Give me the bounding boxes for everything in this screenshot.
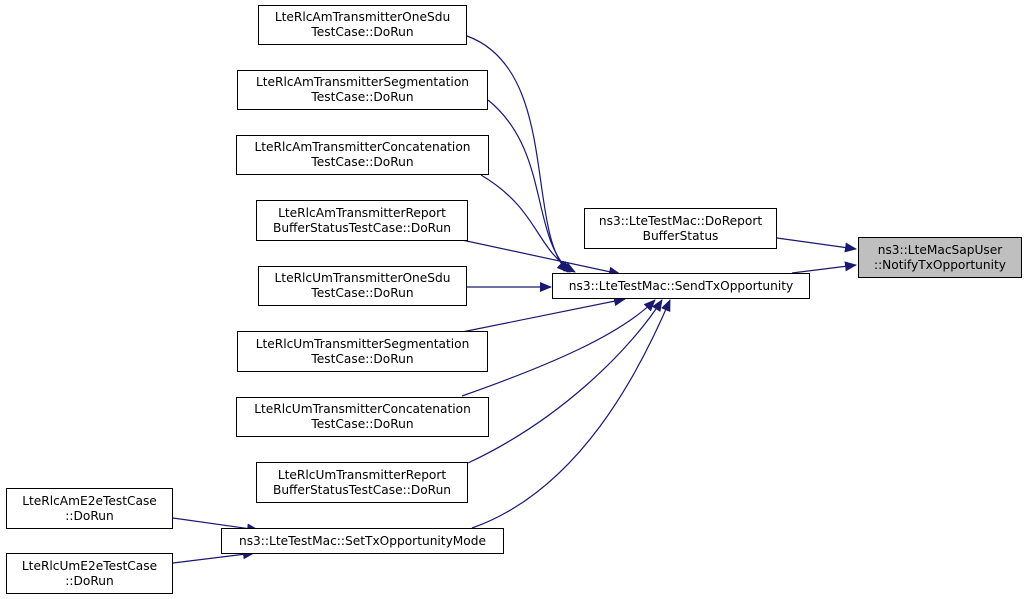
node-label-line2: TestCase::DoRun — [311, 90, 414, 104]
node-label-line1: ns3::LteTestMac::SetTxOpportunityMode — [238, 533, 486, 548]
node-do-report-buffer-status[interactable]: ns3::LteTestMac::DoReport BufferStatus — [584, 208, 777, 249]
node-label-line1: LteRlcAmE2eTestCase — [22, 493, 157, 508]
node-label-line2: TestCase::DoRun — [311, 351, 414, 366]
edge-send-tx-to-notify — [791, 261, 857, 274]
node-um-report[interactable]: LteRlcUmTransmitterReport BufferStatusTe… — [256, 462, 468, 503]
node-label-line2: BufferStatusTestCase::DoRun — [272, 220, 452, 235]
edge-am-concatenation-to-send-tx — [480, 174, 576, 273]
node-am-concatenation[interactable]: LteRlcAmTransmitterConcatenation TestCas… — [236, 135, 489, 175]
node-am-segmentation[interactable]: LteRlcAmTransmitterSegmentation TestCase… — [237, 70, 488, 110]
node-label-line2: TestCase::DoRun — [311, 155, 414, 169]
node-label-line2: BufferStatusTestCase::DoRun — [272, 482, 452, 497]
edge-um-segmentation-to-send-tx — [461, 296, 626, 333]
node-um-segmentation[interactable]: LteRlcUmTransmitterSegmentation TestCase… — [237, 331, 488, 372]
node-um-concatenation[interactable]: LteRlcUmTransmitterConcatenation TestCas… — [236, 397, 489, 437]
node-label-line1: LteRlcUmE2eTestCase — [21, 558, 158, 573]
node-am-onesdu[interactable]: LteRlcAmTransmitterOneSdu TestCase::DoRu… — [258, 5, 467, 45]
node-um-e2e[interactable]: LteRlcUmE2eTestCase ::DoRun — [6, 553, 173, 594]
node-am-e2e[interactable]: LteRlcAmE2eTestCase ::DoRun — [6, 488, 173, 529]
node-label-line2: ::DoRun — [65, 573, 114, 588]
node-label-line1: ns3::LteTestMac::DoReport — [598, 213, 763, 228]
node-notify-tx-opportunity: ns3::LteMacSapUser ::NotifyTxOpportunity — [858, 237, 1022, 278]
node-label-line1: ns3::LteTestMac::SendTxOpportunity — [568, 278, 794, 293]
node-label-line1: LteRlcUmTransmitterSegmentation — [255, 336, 470, 351]
node-set-tx-opportunity-mode[interactable]: ns3::LteTestMac::SetTxOpportunityMode — [221, 528, 504, 554]
node-label-line2: TestCase::DoRun — [311, 25, 414, 39]
node-label-line1: LteRlcAmTransmitterConcatenation — [254, 140, 471, 154]
edge-um-e2e-to-set-mode — [172, 549, 255, 564]
node-send-tx-opportunity[interactable]: ns3::LteTestMac::SendTxOpportunity — [552, 273, 810, 299]
node-label-line1: ns3::LteMacSapUser — [877, 242, 1003, 257]
node-label-line1: LteRlcUmTransmitterReport — [277, 467, 447, 482]
node-label-line1: LteRlcAmTransmitterSegmentation — [255, 75, 470, 89]
edge-set-mode-to-send-tx — [471, 299, 671, 529]
edge-um-concatenation-to-send-tx — [461, 299, 656, 397]
node-label-line2: TestCase::DoRun — [311, 286, 414, 300]
edge-do-report-to-notify — [776, 237, 857, 253]
node-label-line1: LteRlcUmTransmitterOneSdu — [274, 271, 451, 285]
node-label-line1: LteRlcUmTransmitterConcatenation — [254, 402, 471, 416]
node-label-line1: LteRlcAmTransmitterReport — [278, 205, 446, 220]
node-label-line1: LteRlcAmTransmitterOneSdu — [274, 10, 451, 24]
edge-am-segmentation-to-send-tx — [487, 99, 571, 273]
edge-um-report-to-send-tx — [467, 299, 663, 464]
edge-am-report-to-send-tx — [461, 239, 621, 277]
node-um-onesdu[interactable]: LteRlcUmTransmitterOneSdu TestCase::DoRu… — [258, 266, 467, 306]
node-label-line2: ::DoRun — [65, 508, 114, 523]
node-label-line2: TestCase::DoRun — [311, 417, 414, 431]
node-am-report[interactable]: LteRlcAmTransmitterReport BufferStatusTe… — [256, 200, 468, 241]
node-label-line2: ::NotifyTxOpportunity — [873, 257, 1007, 272]
node-label-line2: BufferStatus — [642, 228, 719, 243]
